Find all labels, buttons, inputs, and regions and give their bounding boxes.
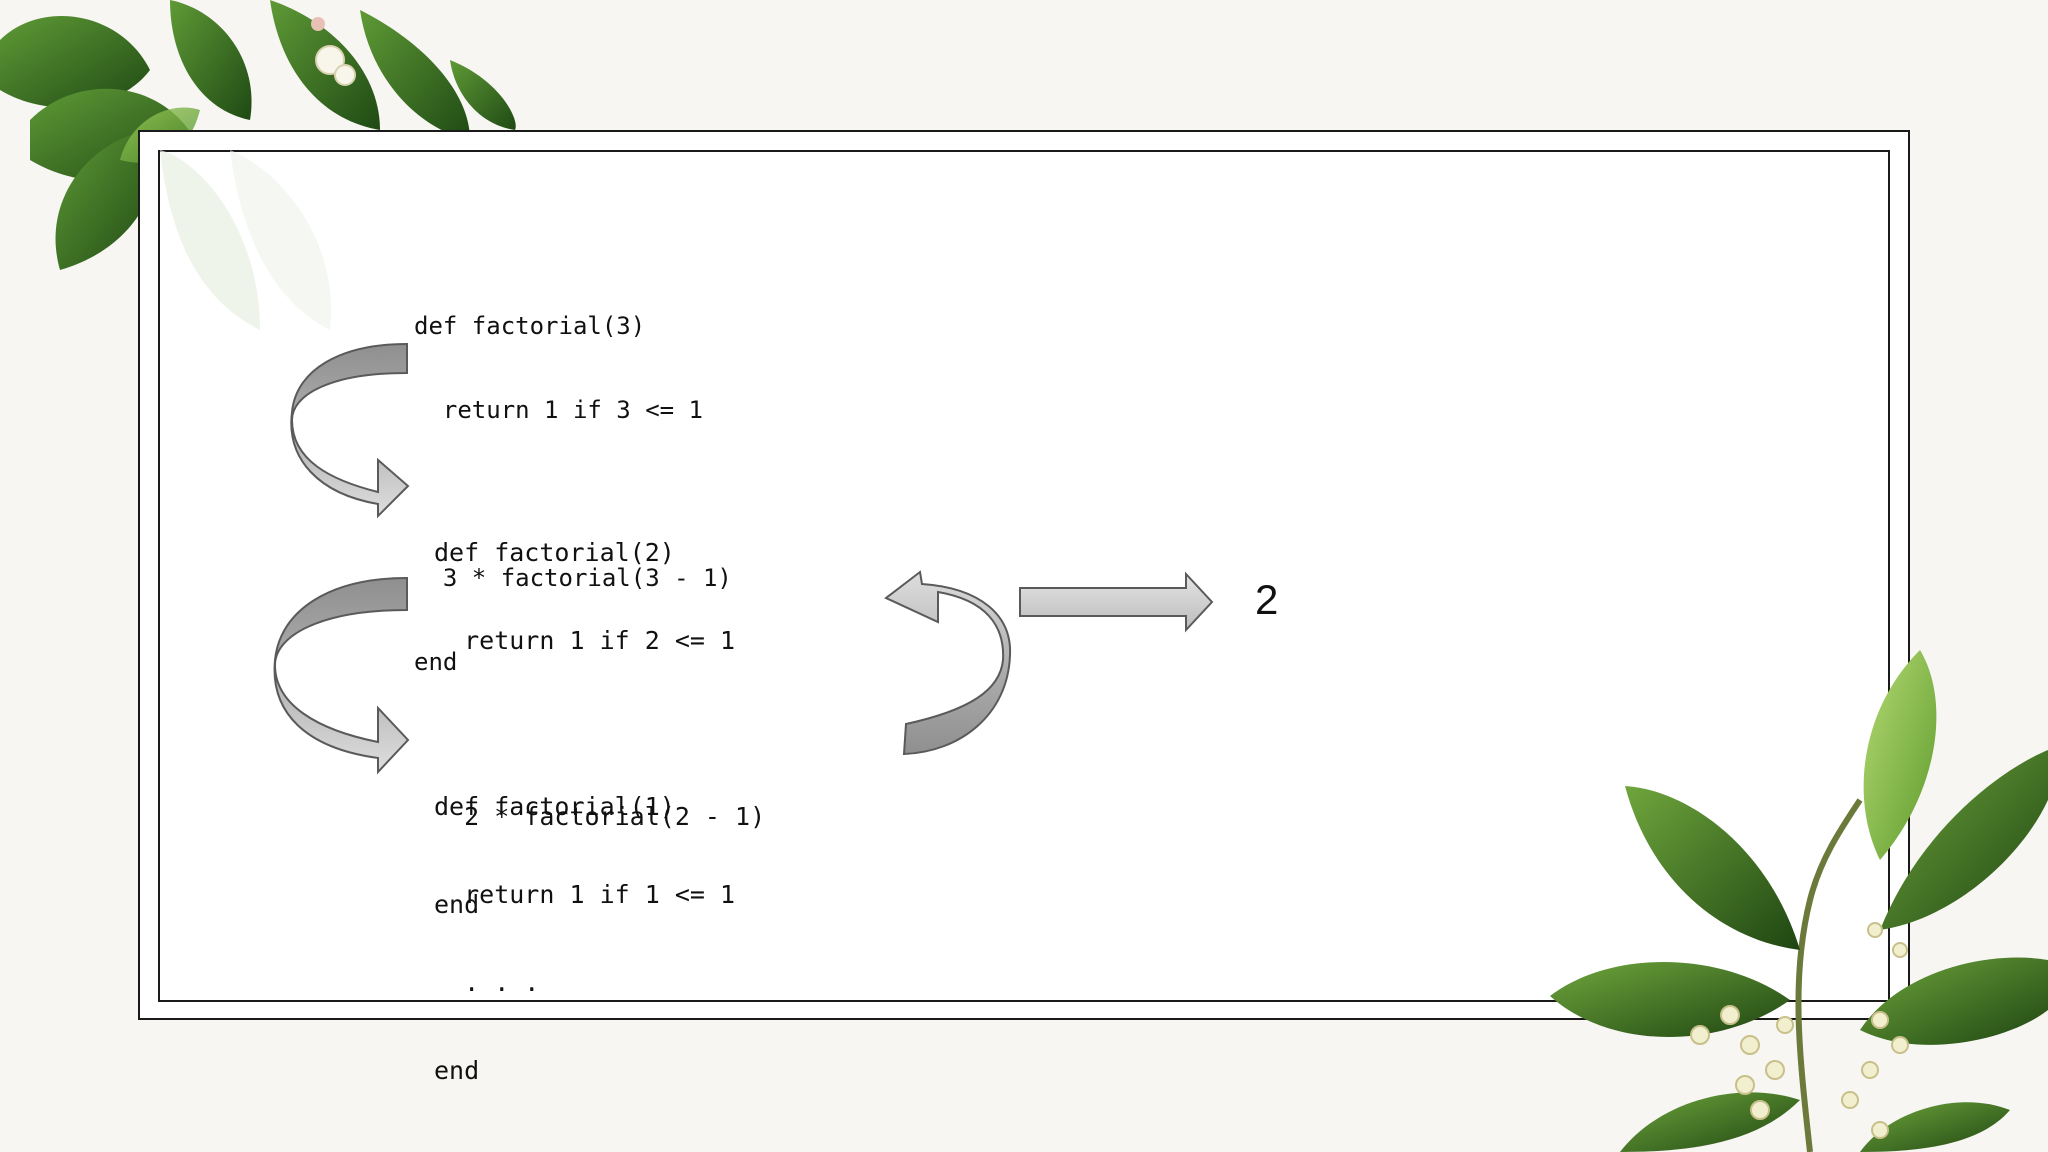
code-line: end	[434, 890, 480, 919]
code-block-factorial-1: def factorial(1) return 1 if 1 <= 1 . . …	[434, 734, 735, 1144]
curved-arrow-down-1	[290, 342, 410, 519]
result-value: 2	[1255, 576, 1279, 623]
code-block-factorial-2: def factorial(2) return 1 if 2 <= 1 2 * …	[434, 480, 765, 978]
code-line: 2 * factorial(2 - 1)	[434, 802, 766, 831]
code-line: return 1 if 1 <= 1	[434, 880, 736, 909]
curved-arrow-down-2	[273, 576, 410, 775]
code-line: def factorial(3)	[414, 312, 646, 340]
code-line: def factorial(1)	[434, 792, 675, 821]
code-line: 3 * factorial(3 - 1)	[414, 564, 732, 592]
code-line: end	[434, 1056, 480, 1085]
code-block-factorial-3: def factorial(3) return 1 if 3 <= 1 3 * …	[414, 256, 732, 732]
slide-frame-inner	[158, 150, 1890, 1002]
curved-arrow-return	[884, 570, 1012, 756]
code-line: . . .	[434, 968, 540, 997]
code-line: return 1 if 2 <= 1	[434, 626, 736, 655]
code-line: return 1 if 3 <= 1	[414, 396, 703, 424]
arrow-right-to-result	[1019, 571, 1214, 633]
code-line: def factorial(2)	[434, 538, 675, 567]
code-line: end	[414, 648, 458, 676]
